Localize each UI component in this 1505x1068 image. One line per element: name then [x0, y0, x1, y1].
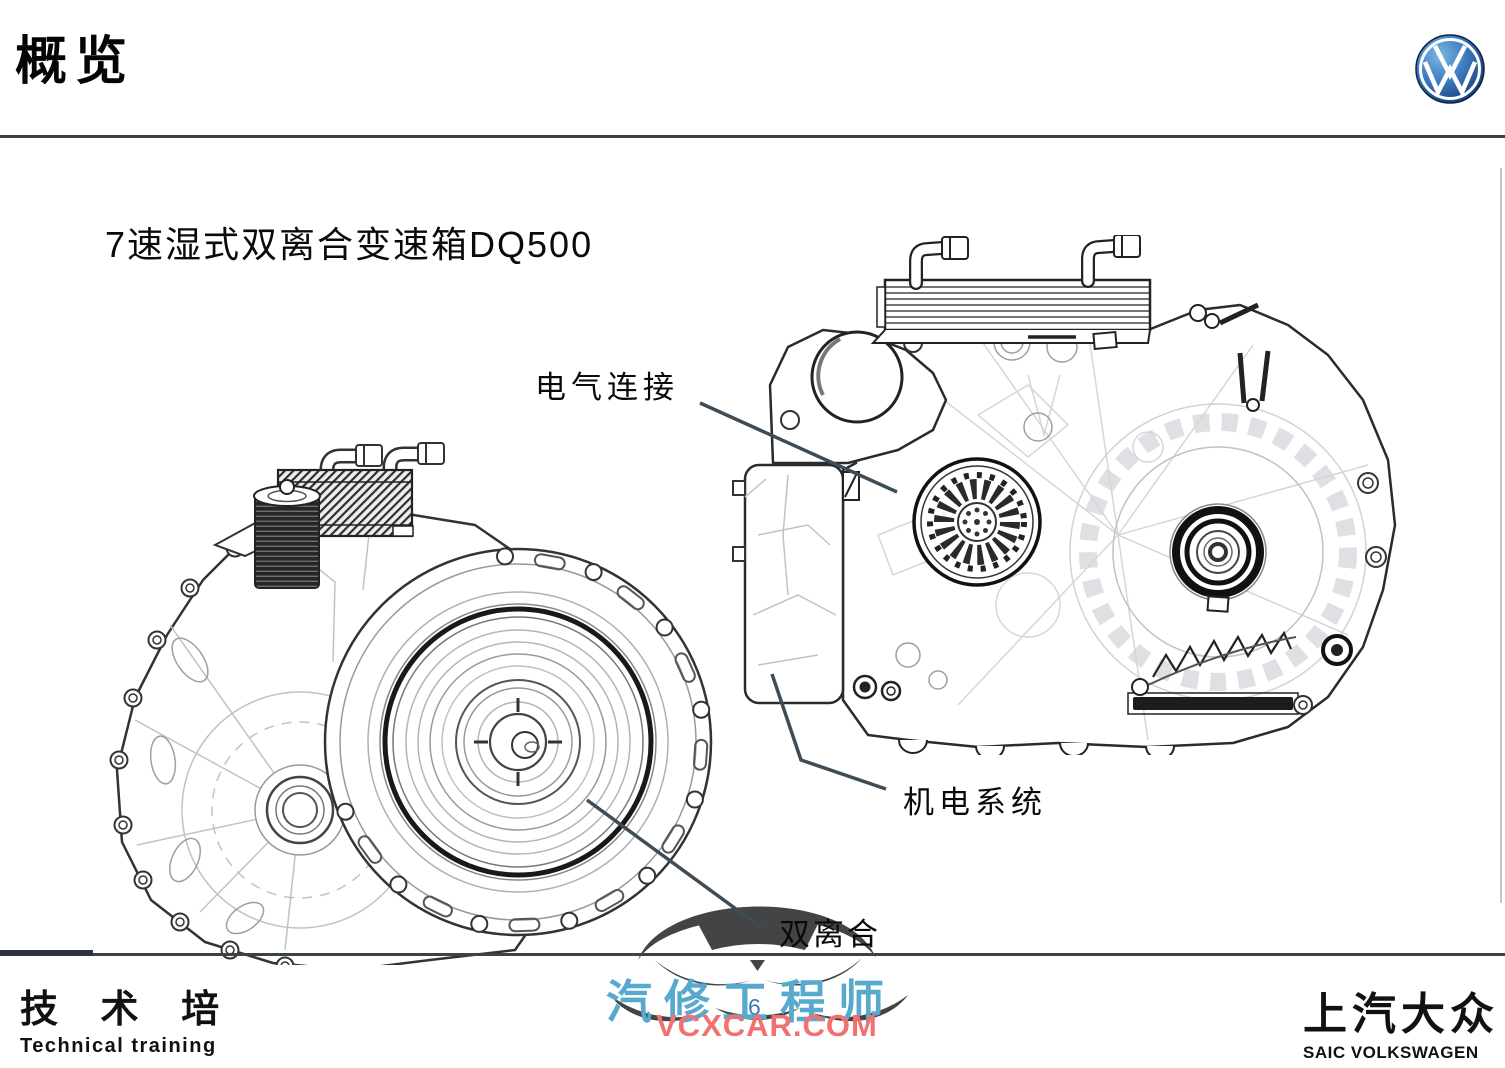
- page-number: 6: [748, 994, 761, 1020]
- header-rule: [0, 135, 1505, 138]
- callout-dual-clutch: 双离合: [779, 917, 881, 952]
- page-edge-artifact: [1500, 168, 1502, 903]
- footer-right-en: SAIC VOLKSWAGEN: [1303, 1043, 1479, 1058]
- slide-title: 7速湿式双离合变速箱DQ500: [105, 224, 594, 265]
- footer-left-block: 技 术 培 训 Technical training: [20, 978, 230, 1058]
- footer-rule: [0, 953, 1505, 956]
- footer-rule-accent: [0, 950, 93, 956]
- watermark-url: VCXCAR.COM: [656, 1008, 878, 1043]
- transmission-front-drawing: [95, 430, 745, 965]
- transmission-side-drawing: [728, 235, 1400, 755]
- footer-right-cn: 上汽大众: [1303, 990, 1499, 1039]
- footer-left-cn: 技 术 培 训: [20, 989, 230, 1031]
- footer-left-en: Technical training: [20, 1035, 217, 1057]
- callout-electrical-connection: 电气连接: [535, 370, 679, 405]
- footer-right-block: 上汽大众 SAIC VOLKSWAGEN: [1303, 978, 1505, 1058]
- vw-logo-icon: [1414, 33, 1486, 105]
- watermark-car-icon: [600, 860, 920, 1035]
- watermark-brand: 汽修工程师: [606, 976, 896, 1028]
- page-heading: 概览: [15, 33, 136, 91]
- callout-mechatronic-system: 机电系统: [903, 785, 1047, 820]
